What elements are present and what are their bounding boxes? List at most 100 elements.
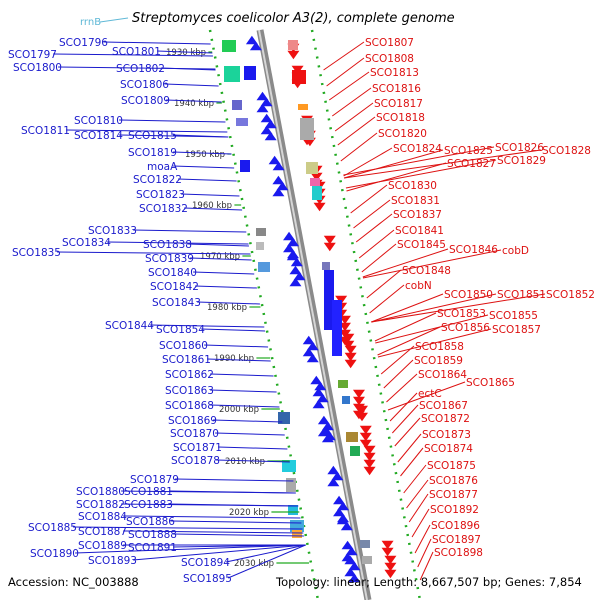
- right-label-ectc[interactable]: ectC: [418, 388, 442, 400]
- left-label-sco1815[interactable]: SCO1815: [128, 130, 177, 142]
- left-label-sco1814[interactable]: SCO1814: [74, 130, 123, 142]
- right-label-sco1872[interactable]: SCO1872: [421, 413, 470, 425]
- left-label-sco1797[interactable]: SCO1797: [8, 49, 57, 61]
- right-label-sco1892[interactable]: SCO1892: [430, 504, 479, 516]
- right-label-sco1828[interactable]: SCO1828: [542, 145, 591, 157]
- right-label-sco1848[interactable]: SCO1848: [402, 265, 451, 277]
- left-label-sco1822[interactable]: SCO1822: [133, 174, 182, 186]
- right-label-sco1853[interactable]: SCO1853: [437, 308, 486, 320]
- left-label-sco1881[interactable]: SCO1881: [124, 486, 173, 498]
- left-label-sco1863[interactable]: SCO1863: [165, 385, 214, 397]
- left-label-sco1810[interactable]: SCO1810: [74, 115, 123, 127]
- right-label-sco1858[interactable]: SCO1858: [415, 341, 464, 353]
- left-label-sco1839[interactable]: SCO1839: [145, 253, 194, 265]
- left-label-sco1893[interactable]: SCO1893: [88, 555, 137, 567]
- right-label-sco1830[interactable]: SCO1830: [388, 180, 437, 192]
- right-label-sco1896[interactable]: SCO1896: [431, 520, 480, 532]
- left-label-sco1871[interactable]: SCO1871: [173, 442, 222, 454]
- right-label-sco1865[interactable]: SCO1865: [466, 377, 515, 389]
- right-label-sco1845[interactable]: SCO1845: [397, 239, 446, 251]
- right-label-sco1817[interactable]: SCO1817: [374, 98, 423, 110]
- left-label-sco1882[interactable]: SCO1882: [76, 499, 125, 511]
- right-label-sco1808[interactable]: SCO1808: [365, 53, 414, 65]
- right-label-sco1816[interactable]: SCO1816: [372, 83, 421, 95]
- left-label-sco1796[interactable]: SCO1796: [59, 37, 108, 49]
- right-label-sco1841[interactable]: SCO1841: [395, 225, 444, 237]
- right-label-sco1867[interactable]: SCO1867: [419, 400, 468, 412]
- left-label-sco1823[interactable]: SCO1823: [136, 189, 185, 201]
- right-label-sco1855[interactable]: SCO1855: [489, 310, 538, 322]
- left-label-sco1885[interactable]: SCO1885: [28, 522, 77, 534]
- right-label-sco1846[interactable]: SCO1846: [449, 244, 498, 256]
- left-label-sco1862[interactable]: SCO1862: [165, 369, 214, 381]
- left-label-sco1832[interactable]: SCO1832: [139, 203, 188, 215]
- right-label-sco1851[interactable]: SCO1851: [497, 289, 546, 301]
- left-label-sco1840[interactable]: SCO1840: [148, 267, 197, 279]
- right-leader-sco1865: [387, 381, 466, 411]
- left-label-sco1806[interactable]: SCO1806: [120, 79, 169, 91]
- left-label-sco1842[interactable]: SCO1842: [150, 281, 199, 293]
- left-label-sco1887[interactable]: SCO1887: [78, 526, 127, 538]
- left-label-sco1802[interactable]: SCO1802: [116, 63, 165, 75]
- left-label-sco1819[interactable]: SCO1819: [128, 147, 177, 159]
- left-label-sco1879[interactable]: SCO1879: [130, 474, 179, 486]
- left-label-sco1886[interactable]: SCO1886: [126, 516, 175, 528]
- rrn-label[interactable]: rrnB: [80, 17, 101, 28]
- kbp-label-2020-kbp: 2020 kbp: [229, 508, 269, 518]
- right-label-cobd[interactable]: cobD: [502, 245, 529, 257]
- left-label-sco1878[interactable]: SCO1878: [171, 455, 220, 467]
- left-label-sco1843[interactable]: SCO1843: [152, 297, 201, 309]
- left-label-sco1854[interactable]: SCO1854: [156, 324, 205, 336]
- left-label-sco1861[interactable]: SCO1861: [162, 354, 211, 366]
- left-label-sco1800[interactable]: SCO1800: [13, 62, 62, 74]
- right-label-sco1877[interactable]: SCO1877: [429, 489, 478, 501]
- left-label-sco1834[interactable]: SCO1834: [62, 237, 111, 249]
- left-label-sco1860[interactable]: SCO1860: [159, 340, 208, 352]
- right-label-sco1820[interactable]: SCO1820: [378, 128, 427, 140]
- right-label-sco1874[interactable]: SCO1874: [424, 443, 473, 455]
- right-label-sco1898[interactable]: SCO1898: [434, 547, 483, 559]
- right-label-sco1807[interactable]: SCO1807: [365, 37, 414, 49]
- left-label-sco1844[interactable]: SCO1844: [105, 320, 154, 332]
- right-label-sco1857[interactable]: SCO1857: [492, 324, 541, 336]
- left-label-moaa[interactable]: moaA: [147, 161, 178, 173]
- right-label-sco1897[interactable]: SCO1897: [432, 534, 481, 546]
- left-label-sco1880[interactable]: SCO1880: [76, 486, 125, 498]
- left-gene-arrow: [312, 387, 325, 397]
- left-label-sco1838[interactable]: SCO1838: [143, 239, 192, 251]
- left-label-sco1811[interactable]: SCO1811: [21, 125, 70, 137]
- left-label-sco1870[interactable]: SCO1870: [170, 428, 219, 440]
- left-label-sco1894[interactable]: SCO1894: [181, 557, 230, 569]
- right-label-sco1818[interactable]: SCO1818: [376, 112, 425, 124]
- left-label-sco1890[interactable]: SCO1890: [30, 548, 79, 560]
- left-label-sco1869[interactable]: SCO1869: [168, 415, 217, 427]
- left-label-sco1883[interactable]: SCO1883: [124, 499, 173, 511]
- left-label-sco1889[interactable]: SCO1889: [78, 540, 127, 552]
- right-label-sco1813[interactable]: SCO1813: [370, 67, 419, 79]
- right-label-sco1826[interactable]: SCO1826: [495, 142, 544, 154]
- left-label-sco1888[interactable]: SCO1888: [128, 529, 177, 541]
- left-label-sco1891[interactable]: SCO1891: [128, 542, 177, 554]
- right-label-sco1859[interactable]: SCO1859: [414, 355, 463, 367]
- left-label-sco1801[interactable]: SCO1801: [112, 46, 161, 58]
- right-label-cobn[interactable]: cobN: [405, 280, 432, 292]
- right-label-sco1856[interactable]: SCO1856: [441, 322, 490, 334]
- left-leader-sco1881: [169, 490, 296, 494]
- left-label-sco1835[interactable]: SCO1835: [12, 247, 61, 259]
- right-label-sco1864[interactable]: SCO1864: [418, 369, 467, 381]
- left-label-sco1884[interactable]: SCO1884: [78, 511, 127, 523]
- right-label-sco1876[interactable]: SCO1876: [429, 475, 478, 487]
- right-label-sco1824[interactable]: SCO1824: [393, 143, 442, 155]
- left-label-sco1833[interactable]: SCO1833: [88, 225, 137, 237]
- right-label-sco1850[interactable]: SCO1850: [444, 289, 493, 301]
- left-label-sco1895[interactable]: SCO1895: [183, 573, 232, 585]
- right-label-sco1837[interactable]: SCO1837: [393, 209, 442, 221]
- right-label-sco1831[interactable]: SCO1831: [391, 195, 440, 207]
- left-label-sco1868[interactable]: SCO1868: [165, 400, 214, 412]
- left-leader-sco1838: [188, 243, 249, 247]
- right-label-sco1829[interactable]: SCO1829: [497, 155, 546, 167]
- right-label-sco1875[interactable]: SCO1875: [427, 460, 476, 472]
- right-label-sco1873[interactable]: SCO1873: [422, 429, 471, 441]
- right-label-sco1852[interactable]: SCO1852: [546, 289, 595, 301]
- left-label-sco1809[interactable]: SCO1809: [121, 95, 170, 107]
